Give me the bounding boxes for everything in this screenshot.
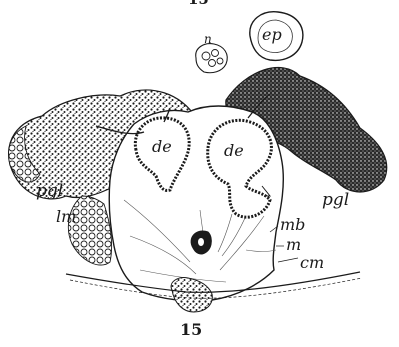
label-de-left: de (152, 139, 172, 155)
label-de-right: de (224, 143, 244, 159)
label-m: m (286, 237, 301, 253)
label-ep: ep (262, 27, 282, 43)
label-n: n (204, 33, 212, 45)
label-cm: cm (300, 255, 324, 271)
label-mb: mb (280, 217, 305, 233)
nodule-highlight (198, 238, 204, 246)
label-pgl-right: pgl (322, 192, 349, 209)
bottom-plate-number: 15 (180, 322, 202, 338)
nerve-cluster-n (196, 44, 228, 73)
label-pgl-left: pgl (36, 183, 63, 200)
top-plate-number: 15 (188, 0, 209, 7)
label-lm: lm (56, 209, 76, 225)
